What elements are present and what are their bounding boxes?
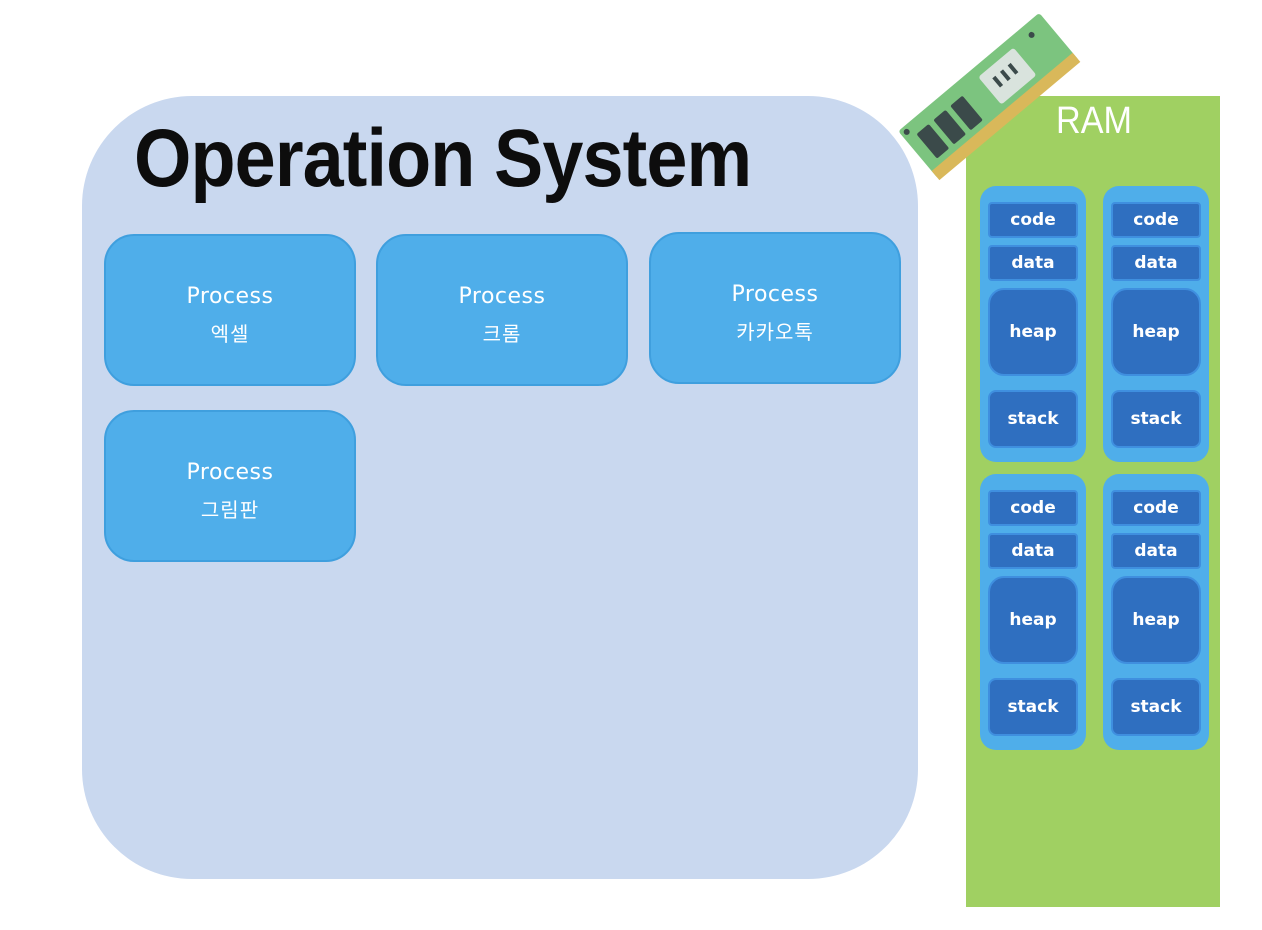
code-segment: code (988, 490, 1078, 526)
code-segment: code (1111, 202, 1201, 238)
heap-segment: heap (1111, 576, 1201, 664)
code-segment: code (988, 202, 1078, 238)
stack-segment: stack (988, 390, 1078, 448)
process-name: 그림판 (200, 498, 260, 522)
memory-block: code data heap stack (980, 474, 1086, 750)
data-segment: data (1111, 533, 1201, 569)
process-box-paint: Process 그림판 (104, 410, 356, 562)
memory-block: code data heap stack (1103, 474, 1209, 750)
process-label: Process (186, 460, 274, 485)
code-segment: code (1111, 490, 1201, 526)
heap-segment: heap (988, 288, 1078, 376)
heap-segment: heap (988, 576, 1078, 664)
memory-block: code data heap stack (1103, 186, 1209, 462)
os-title: Operation System (134, 113, 752, 204)
process-box-kakaotalk: Process 카카오톡 (649, 232, 901, 384)
process-box-excel: Process 엑셀 (104, 234, 356, 386)
data-segment: data (988, 245, 1078, 281)
memory-block: code data heap stack (980, 186, 1086, 462)
ram-label: RAM (1056, 100, 1133, 142)
data-segment: data (1111, 245, 1201, 281)
heap-segment: heap (1111, 288, 1201, 376)
ram-chip-icon (899, 14, 1081, 181)
stack-segment: stack (1111, 678, 1201, 736)
process-label: Process (731, 282, 819, 307)
process-name: 엑셀 (210, 322, 250, 346)
stack-segment: stack (988, 678, 1078, 736)
process-label: Process (458, 284, 546, 309)
stack-segment: stack (1111, 390, 1201, 448)
data-segment: data (988, 533, 1078, 569)
process-name: 카카오톡 (736, 320, 814, 344)
process-box-chrome: Process 크롬 (376, 234, 628, 386)
process-name: 크롬 (482, 322, 522, 346)
process-label: Process (186, 284, 274, 309)
